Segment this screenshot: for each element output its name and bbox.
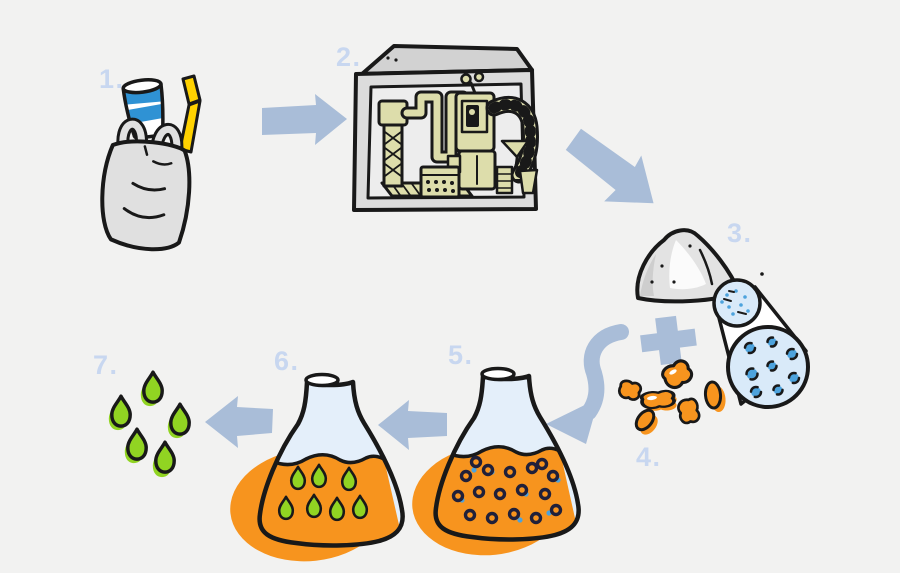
step-1-label: 1. — [99, 64, 125, 94]
flask5-rim — [480, 366, 516, 382]
plastic-straw-icon — [178, 74, 202, 154]
step-2-processing-machine: 2. — [336, 42, 539, 212]
magnified-particles — [743, 336, 801, 399]
arrow-step6-to-step7 — [205, 396, 273, 448]
step-5-label: 5. — [448, 340, 474, 370]
step-6-label: 6. — [274, 346, 300, 376]
flask6-rim — [304, 372, 340, 388]
step-4-bacteria: 4. — [616, 356, 726, 472]
plastic-bag-icon — [100, 117, 192, 252]
plus-icon — [640, 315, 697, 366]
step-3-label: 3. — [727, 218, 753, 248]
green-droplets-icon — [108, 370, 191, 478]
machine-internals — [377, 71, 539, 199]
magnifier-callout-icon — [712, 278, 810, 409]
step-7-label: 7. — [93, 350, 119, 380]
machine-box-icon — [352, 44, 539, 212]
powder-pile-icon — [635, 228, 764, 304]
step-2-label: 2. — [336, 42, 362, 72]
step-6-flask-droplets: 6. — [230, 346, 407, 562]
arrow-step1-to-step2 — [262, 94, 347, 145]
step-4-label: 4. — [636, 442, 662, 472]
bacteria-cells-icon — [616, 356, 726, 435]
arrow-step34-to-step5 — [546, 324, 629, 444]
step-7-product-droplets: 7. — [93, 350, 191, 478]
arrow-step5-to-step6 — [378, 400, 447, 450]
arrow-step2-to-step3 — [565, 128, 654, 204]
powder-speckles — [720, 289, 750, 316]
step-5-flask-particles: 5. — [412, 340, 583, 556]
step-3-plastic-powder: 3. — [635, 218, 810, 409]
step-1-plastic-waste: 1. — [99, 64, 202, 252]
flask5-particles — [451, 455, 563, 525]
